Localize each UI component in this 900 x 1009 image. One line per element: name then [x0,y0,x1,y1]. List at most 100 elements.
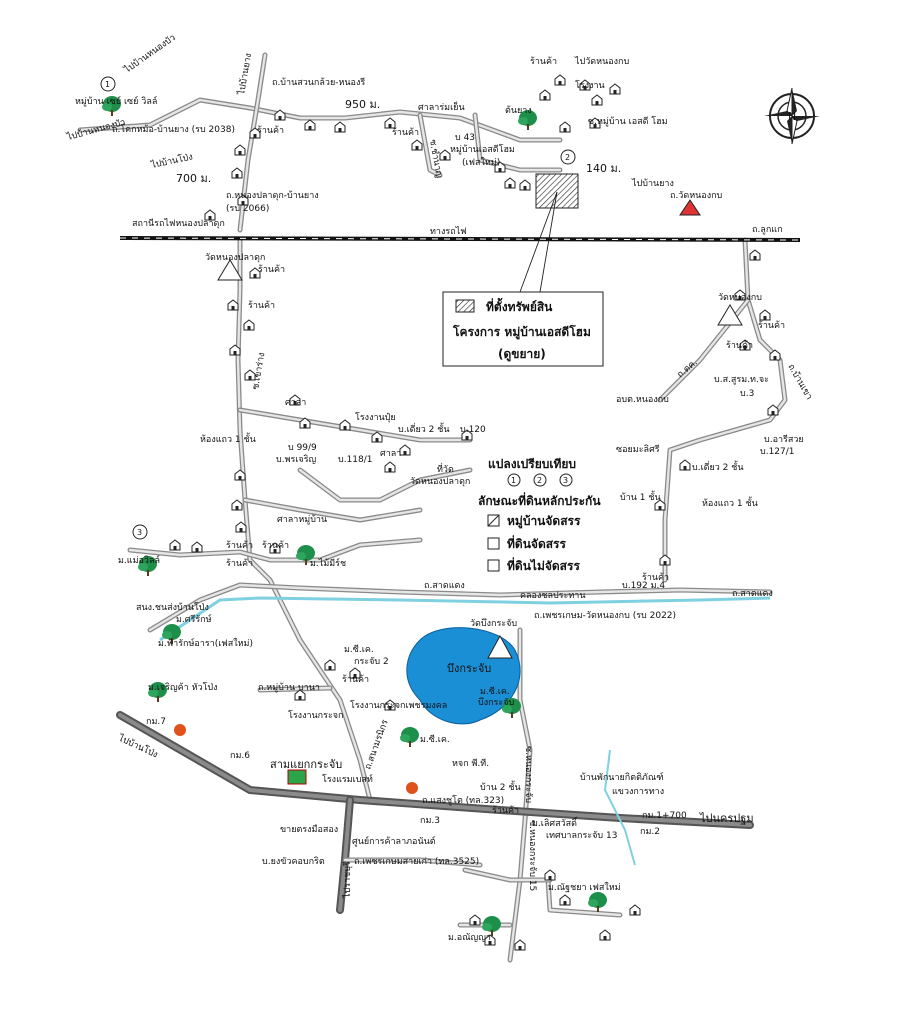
subject-property [519,173,579,293]
svg-text:3: 3 [137,528,142,537]
svg-text:ร้านค้า: ร้านค้า [342,674,369,685]
compare-marker-2: 2 [537,476,542,485]
svg-text:กม.3: กม.3 [420,816,440,826]
svg-text:หมู่บ้านเอสดีโฮม: หมู่บ้านเอสดีโฮม [450,144,515,155]
svg-text:ถ.เพชรเกษมสายเก่า (ทล.3525): ถ.เพชรเกษมสายเก่า (ทล.3525) [354,857,479,867]
svg-text:ซ.หนองกระจับ: ซ.หนองกระจับ [523,746,533,803]
svg-text:โรงแรมเบสท์: โรงแรมเบสท์ [322,773,373,785]
compass-north-label: N [788,110,796,123]
svg-text:ร้านค้า: ร้านค้า [492,805,519,816]
svg-text:บ้าน 1 ชั้น: บ้าน 1 ชั้น [620,490,661,503]
svg-text:เทศบาลกระจับ 13: เทศบาลกระจับ 13 [546,831,617,841]
svg-text:ซ.หมู่บ้าน เอสดี โฮม: ซ.หมู่บ้าน เอสดี โฮม [588,116,668,127]
hatch-swatch [455,299,475,313]
svg-text:ม.เลิศสวัสดิ์: ม.เลิศสวัสดิ์ [532,816,578,829]
svg-text:(เฟสใหม่): (เฟสใหม่) [462,157,500,168]
svg-text:ร้านค้า: ร้านค้า [642,572,669,583]
svg-text:ถ.สนามรนิกร: ถ.สนามรนิกร [362,718,390,771]
svg-text:ม.เจริญค้า หัวโป่ง: ม.เจริญค้า หัวโป่ง [148,682,218,693]
svg-text:ร้านค้า: ร้านค้า [392,127,419,138]
svg-text:บ.127/1: บ.127/1 [760,447,795,457]
svg-text:140 ม.: 140 ม. [586,162,621,175]
compare-subtitle: ลักษณะที่ดินหลักประกัน [478,492,601,508]
svg-text:ม.แม่อวิลล์: ม.แม่อวิลล์ [118,554,160,566]
svg-text:ถ.ดค.: ถ.ดค. [676,358,700,380]
svg-text:ซ.หนองกระจับ 15: ซ.หนองกระจับ 15 [527,820,537,891]
marker-1: 1 [100,76,116,92]
svg-text:ไปนครปฐม: ไปนครปฐม [699,812,754,825]
svg-text:ร้านค้า: ร้านค้า [726,340,753,351]
svg-text:โรงงานกระจก: โรงงานกระจก [288,710,344,721]
svg-text:บึงกระจับ: บึงกระจับ [478,697,514,708]
svg-text:ถ.โคกหม้อ-บ้านยาง (รบ 2038): ถ.โคกหม้อ-บ้านยาง (รบ 2038) [112,124,235,135]
svg-text:โรงงานกระจกเพชรมงคล: โรงงานกระจกเพชรมงคล [350,700,447,711]
svg-text:ร้านค้า: ร้านค้า [248,300,275,311]
lake-label: บึงกระจับ [447,662,491,675]
road-network [77,52,788,963]
svg-text:สถานีรถไฟหนองปลาดุก: สถานีรถไฟหนองปลาดุก [132,218,225,229]
svg-text:บ.120: บ.120 [460,425,486,435]
svg-text:ศูนย์การค้าลาภอนันต์: ศูนย์การค้าลาภอนันต์ [352,835,436,847]
svg-text:ร้านค้า: ร้านค้า [226,558,253,569]
temple-icon [217,199,743,659]
svg-text:บ.พรเจริญ: บ.พรเจริญ [276,454,317,465]
legend-see-more: (ดูขยาย) [498,347,546,362]
legend-title: ที่ตั้งทรัพย์สิน [486,297,553,314]
svg-text:ทางรถไฟ: ทางรถไฟ [430,226,467,237]
svg-text:อบต.หนองกบ: อบต.หนองกบ [616,395,669,405]
svg-text:ร้านค้า: ร้านค้า [226,540,253,551]
svg-text:หมู่บ้าน เซย์ เซย์ วิลล์: หมู่บ้าน เซย์ เซย์ วิลล์ [75,95,157,107]
svg-text:บ้านพักนายกิตติภัณฑ์: บ้านพักนายกิตติภัณฑ์ [580,771,664,783]
svg-text:บ้าน 2 ชั้น: บ้าน 2 ชั้น [480,780,521,793]
svg-text:สนง.ชนส่งบ้านโป่ง: สนง.ชนส่งบ้านโป่ง [136,602,209,613]
svg-text:บ.เดี่ยว 2 ชั้น: บ.เดี่ยว 2 ชั้น [398,422,450,435]
svg-text:กม.7: กม.7 [146,717,166,727]
svg-text:บ.3: บ.3 [740,389,754,399]
svg-text:บ.เดี่ยว 2 ชั้น: บ.เดี่ยว 2 ชั้น [692,460,744,473]
svg-text:ม.ณัฐชยา เฟสใหม่: ม.ณัฐชยา เฟสใหม่ [548,882,621,893]
svg-text:บ.ยงขัวคอบกริต: บ.ยงขัวคอบกริต [262,856,325,867]
svg-text:ไปบ้านยาง: ไปบ้านยาง [631,178,674,189]
comparison-legend: แปลงเปรียบเทียบ 1 2 3 ลักษณะที่ดินหลักปร… [478,457,601,573]
svg-text:ห้องแถว 1 ชั้น: ห้องแถว 1 ชั้น [702,496,758,509]
svg-text:ม.ไม้มีร์ช: ม.ไม้มีร์ช [310,557,346,569]
svg-text:โรงงานปุ๋ย: โรงงานปุ๋ย [355,412,396,423]
svg-text:วัดหนองปลาดุก: วัดหนองปลาดุก [205,253,265,263]
svg-text:ไปบ้านยาง: ไปบ้านยาง [236,52,254,96]
svg-text:วัดหนองปลาดุก: วัดหนองปลาดุก [410,477,470,487]
stream [603,749,636,866]
fuel-station-icon [174,724,418,794]
svg-text:1: 1 [105,80,110,89]
svg-text:วัดหนองกบ: วัดหนองกบ [718,293,762,303]
svg-text:กระจับ 2: กระจับ 2 [354,657,389,667]
compare-title: แปลงเปรียบเทียบ [488,457,576,471]
svg-text:700 ม.: 700 ม. [176,172,211,185]
svg-text:ม.ซี.เค.: ม.ซี.เค. [420,734,450,745]
hotel-icon [287,769,307,785]
legend-project: โครงการ หมู่บ้านเอสดีโฮม [452,324,591,340]
svg-text:ถ.แสงชูโต (ทล.323): ถ.แสงชูโต (ทล.323) [422,795,504,806]
canal [159,596,771,642]
svg-text:(รบ 2066): (รบ 2066) [226,204,269,214]
svg-text:ถ.บ้านเขา: ถ.บ้านเขา [785,362,814,402]
svg-text:ร้านค้า: ร้านค้า [258,264,285,275]
svg-text:โรงงาน: โรงงาน [575,80,605,91]
svg-text:ไปราชบุรี: ไปราชบุรี [342,861,353,899]
svg-text:ขายตรงมือสอง: ขายตรงมือสอง [280,824,338,835]
svg-text:ไปวัดหนองกบ: ไปวัดหนองกบ [574,56,629,67]
svg-text:บ.ส.สูรม.ท.จะ: บ.ส.สูรม.ท.จะ [714,375,769,385]
svg-text:บ.อารีสวย: บ.อารีสวย [764,434,804,445]
svg-text:สามแยกกระจับ: สามแยกกระจับ [270,758,342,771]
svg-text:บ 99/9: บ 99/9 [288,443,317,453]
svg-text:ถ.วัดหนองกบ: ถ.วัดหนองกบ [670,191,723,201]
svg-text:ถ.เพชรเกษม-วัดหนองกบ (รบ 2022): ถ.เพชรเกษม-วัดหนองกบ (รบ 2022) [534,611,676,621]
svg-text:ถ.บ้านสวนกล้วย-หนองรี: ถ.บ้านสวนกล้วย-หนองรี [272,77,365,88]
legend-item-village: หมู่บ้านจัดสรร [507,514,581,529]
svg-text:บ.192 ม.4: บ.192 ม.4 [622,581,665,591]
property-legend: ที่ตั้งทรัพย์สิน โครงการ หมู่บ้านเอสดีโฮ… [442,291,604,367]
svg-text:ม.ซี.เค.: ม.ซี.เค. [344,644,374,655]
compare-marker-1: 1 [511,476,516,485]
compare-marker-3: 3 [563,476,568,485]
svg-text:ถ.หนองปลาดุก-บ้านยาง: ถ.หนองปลาดุก-บ้านยาง [226,190,319,201]
